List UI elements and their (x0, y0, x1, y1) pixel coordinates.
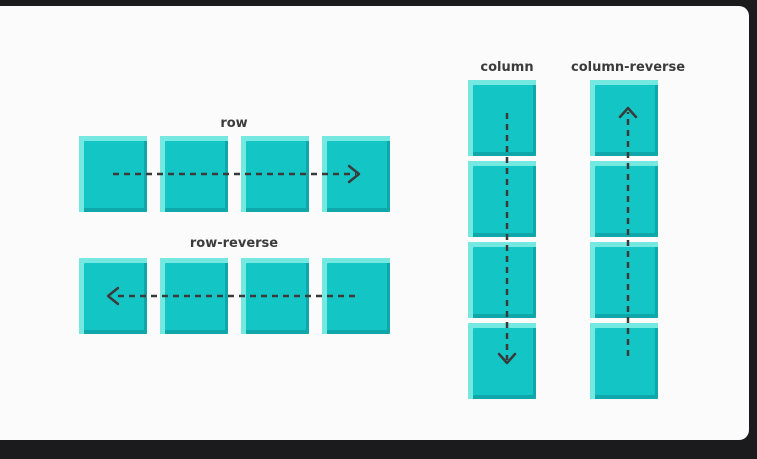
column-reverse-box-1 (590, 80, 658, 156)
column-reverse-box-3 (590, 242, 658, 318)
row-reverse-box-1 (79, 258, 147, 334)
right-arrowhead-icon (347, 164, 361, 184)
row-reverse-box-4 (322, 258, 390, 334)
column-box-1 (468, 80, 536, 156)
column-box-3 (468, 242, 536, 318)
column-label: column (480, 60, 534, 75)
row-reverse-box-2 (160, 258, 228, 334)
column-reverse-box-4 (590, 323, 658, 399)
column-reverse-box-2 (590, 161, 658, 237)
row-reverse-label: row-reverse (189, 236, 279, 251)
column-reverse-label: column-reverse (570, 60, 686, 75)
row-box-3 (241, 136, 309, 212)
left-arrowhead-icon (106, 286, 120, 306)
column-box-4 (468, 323, 536, 399)
column-box-2 (468, 161, 536, 237)
down-arrowhead-icon (497, 352, 517, 365)
row-label: row (220, 116, 248, 131)
up-arrowhead-icon (618, 106, 638, 119)
